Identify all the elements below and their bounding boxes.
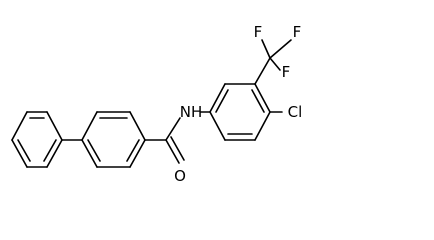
c-f-bond-2: [269, 39, 292, 59]
oxygen-label: O: [174, 167, 186, 185]
chlorine-label: Cl: [288, 103, 303, 121]
atom-labels: NH O Cl F F F: [174, 23, 302, 185]
fluorine-label-3: F: [282, 63, 291, 81]
bonds: [11, 39, 292, 168]
chloro-trifluoromethyl-phenyl-ring: [209, 83, 271, 141]
phenyl-ring-terminal: [11, 111, 63, 168]
carbonyl-double-bond-a: [165, 139, 180, 164]
c-cf3-bond: [254, 57, 271, 85]
nh-label: NH: [180, 103, 203, 121]
carbonyl-n-bond: [165, 117, 181, 141]
fluorine-label-1: F: [254, 23, 263, 41]
c-f-bond-3: [269, 57, 281, 71]
phenylene-ring: [81, 111, 146, 168]
carbonyl-double-bond-b: [170, 136, 185, 161]
structure-diagram: NH O Cl F F F: [11, 23, 302, 185]
molecule-drawing: NH O Cl F F F: [11, 23, 302, 185]
c-f-bond-1: [261, 39, 271, 59]
fluorine-label-2: F: [293, 23, 302, 41]
